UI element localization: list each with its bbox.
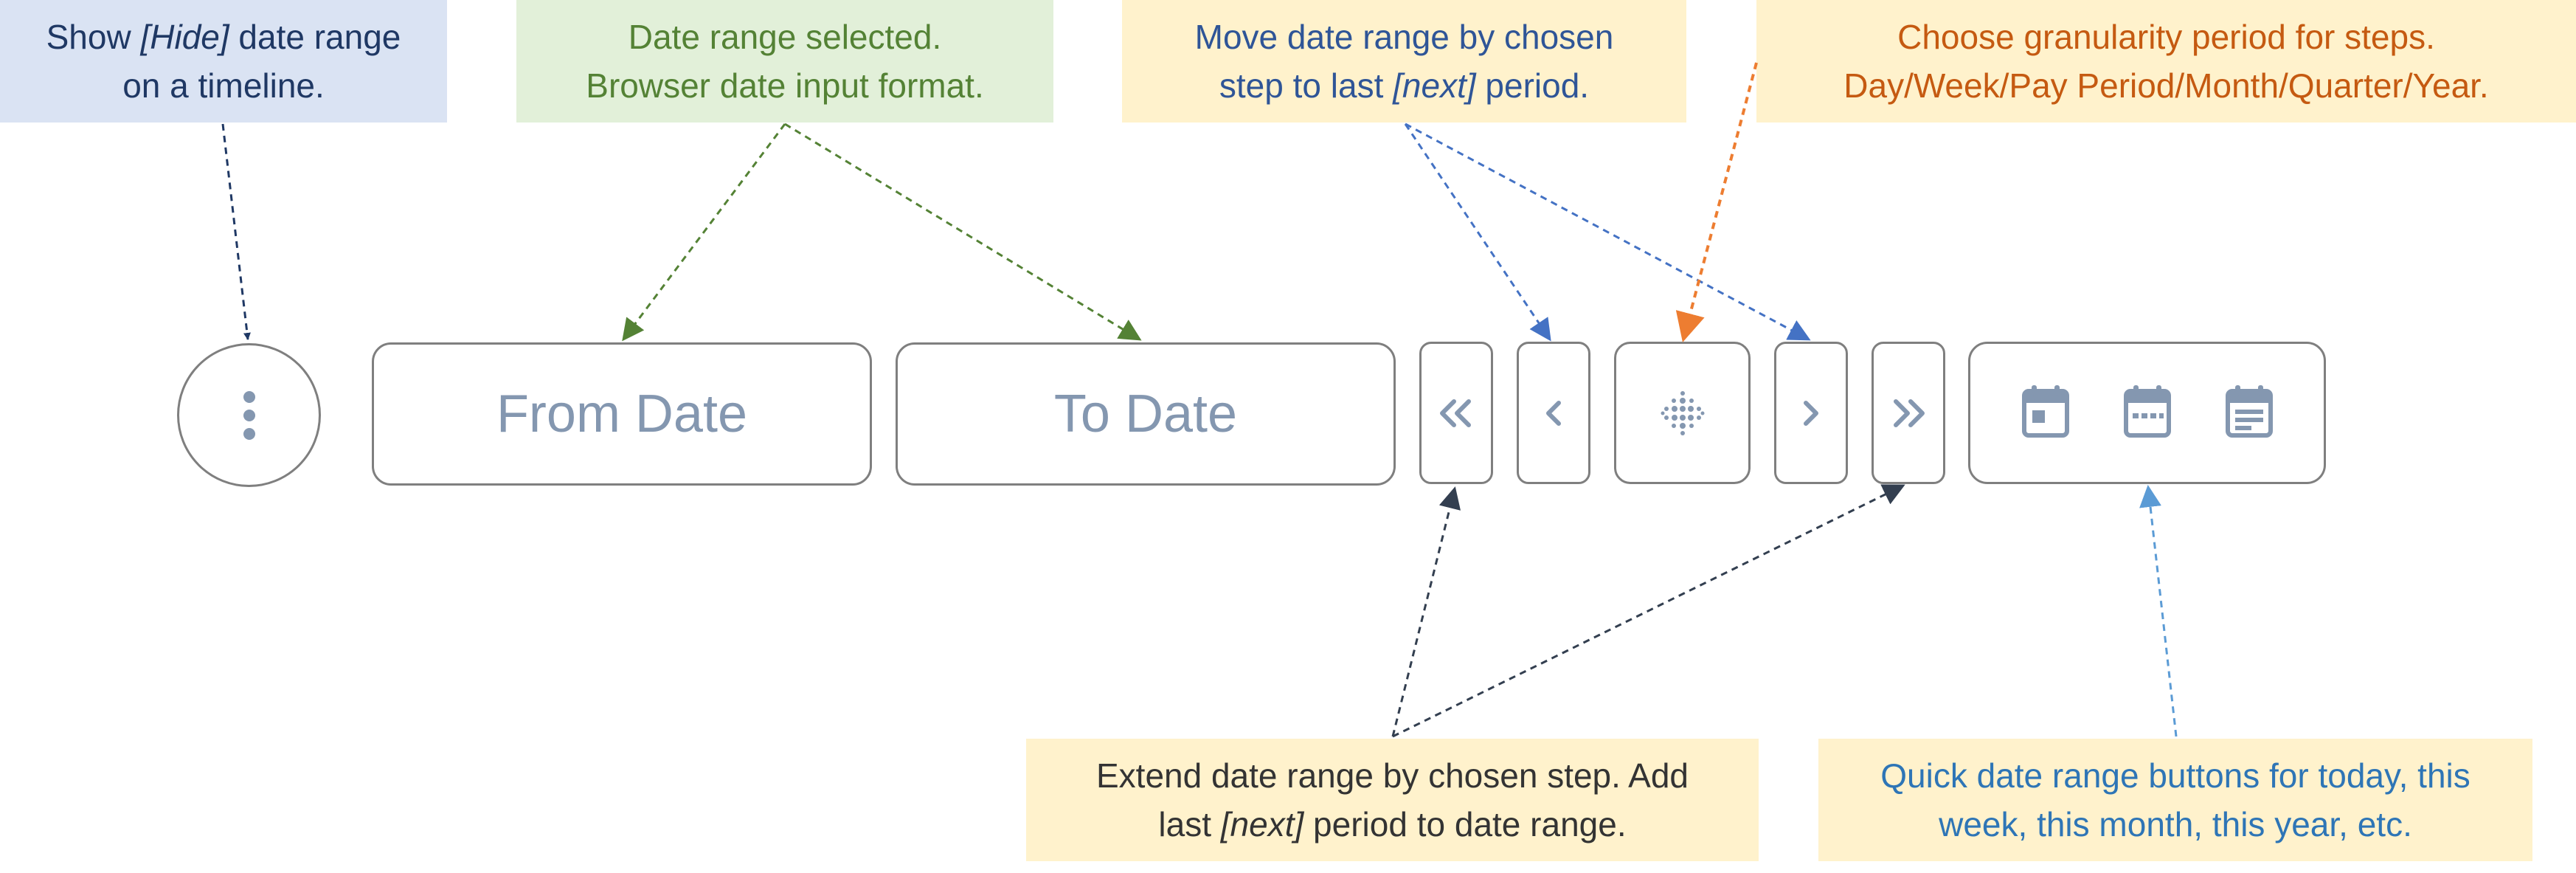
arrow-to-granularity — [1675, 62, 1758, 342]
from-date-input[interactable]: From Date — [372, 342, 872, 486]
quick-range-annotation-line1: Quick date range buttons for today, this — [1880, 756, 2471, 795]
timeline-annotation: Show [Hide] date range on a timeline. — [0, 0, 447, 123]
granularity-annotation-line2: Day/Week/Pay Period/Month/Quarter/Year. — [1843, 66, 2489, 105]
to-date-input[interactable]: To Date — [896, 342, 1396, 486]
date-range-annotation-line1: Date range selected. — [628, 18, 942, 56]
extend-annotation-text: last — [1158, 805, 1221, 843]
extend-annotation-line1: Extend date range by chosen step. Add — [1095, 756, 1689, 795]
quick-range-group — [1968, 342, 2326, 484]
arrow-to-from-date — [622, 123, 786, 342]
date-range-annotation-line2: Browser date input format. — [586, 66, 984, 105]
arrow-to-extend-forward — [1392, 484, 1905, 738]
granularity-annotation: Choose granularity period for steps. Day… — [1756, 0, 2576, 123]
calendar-month-icon — [2225, 385, 2273, 438]
timeline-annotation-line2: on a timeline. — [122, 66, 325, 105]
vertical-dots-icon — [243, 390, 255, 440]
double-chevron-right-icon — [1894, 398, 1925, 427]
move-annotation-text: step to last — [1219, 66, 1393, 105]
arrow-to-extend-back — [1391, 486, 1461, 737]
arrow-to-step-back — [1404, 123, 1551, 342]
extend-annotation-text-2: period to date range. — [1303, 805, 1627, 843]
chevron-left-icon — [1546, 400, 1561, 426]
quick-range-annotation-line2: week, this month, this year, etc. — [1939, 805, 2412, 843]
move-annotation-line1: Move date range by chosen — [1194, 18, 1614, 56]
granularity-button[interactable] — [1614, 342, 1751, 484]
step-forward-button[interactable] — [1774, 342, 1848, 484]
move-annotation-emphasis: [next] — [1393, 66, 1476, 105]
this-week-button[interactable] — [2123, 384, 2172, 442]
from-date-placeholder: From Date — [496, 384, 748, 444]
dot-grid-icon — [1661, 390, 1704, 435]
extend-forward-button[interactable] — [1872, 342, 1945, 484]
extend-annotation-emphasis: [next] — [1220, 805, 1304, 843]
to-date-placeholder: To Date — [1053, 384, 1238, 444]
double-chevron-left-icon — [1440, 398, 1471, 427]
calendar-today-icon — [2021, 385, 2069, 438]
timeline-annotation-text: Show — [46, 18, 141, 56]
calendar-week-icon — [2123, 385, 2171, 438]
move-annotation: Move date range by chosen step to last [… — [1122, 0, 1686, 123]
step-back-button[interactable] — [1517, 342, 1590, 484]
arrow-to-step-forward — [1405, 123, 1811, 341]
extend-annotation: Extend date range by chosen step. Add la… — [1026, 739, 1759, 861]
quick-range-annotation: Quick date range buttons for today, this… — [1818, 739, 2532, 861]
date-range-annotation: Date range selected. Browser date input … — [516, 0, 1053, 123]
today-button[interactable] — [2021, 384, 2070, 442]
chevron-right-icon — [1804, 400, 1818, 426]
granularity-annotation-line1: Choose granularity period for steps. — [1897, 18, 2435, 56]
this-month-button[interactable] — [2225, 384, 2274, 442]
timeline-annotation-emphasis: [Hide] — [140, 18, 229, 56]
timeline-annotation-text-2: date range — [229, 18, 401, 56]
extend-back-button[interactable] — [1419, 342, 1493, 484]
arrow-to-to-date — [784, 123, 1142, 341]
timeline-toggle-button[interactable] — [177, 343, 321, 487]
arrow-to-timeline-toggle — [221, 123, 251, 340]
arrow-to-quick-range — [2139, 485, 2178, 737]
move-annotation-text-2: period. — [1475, 66, 1590, 105]
